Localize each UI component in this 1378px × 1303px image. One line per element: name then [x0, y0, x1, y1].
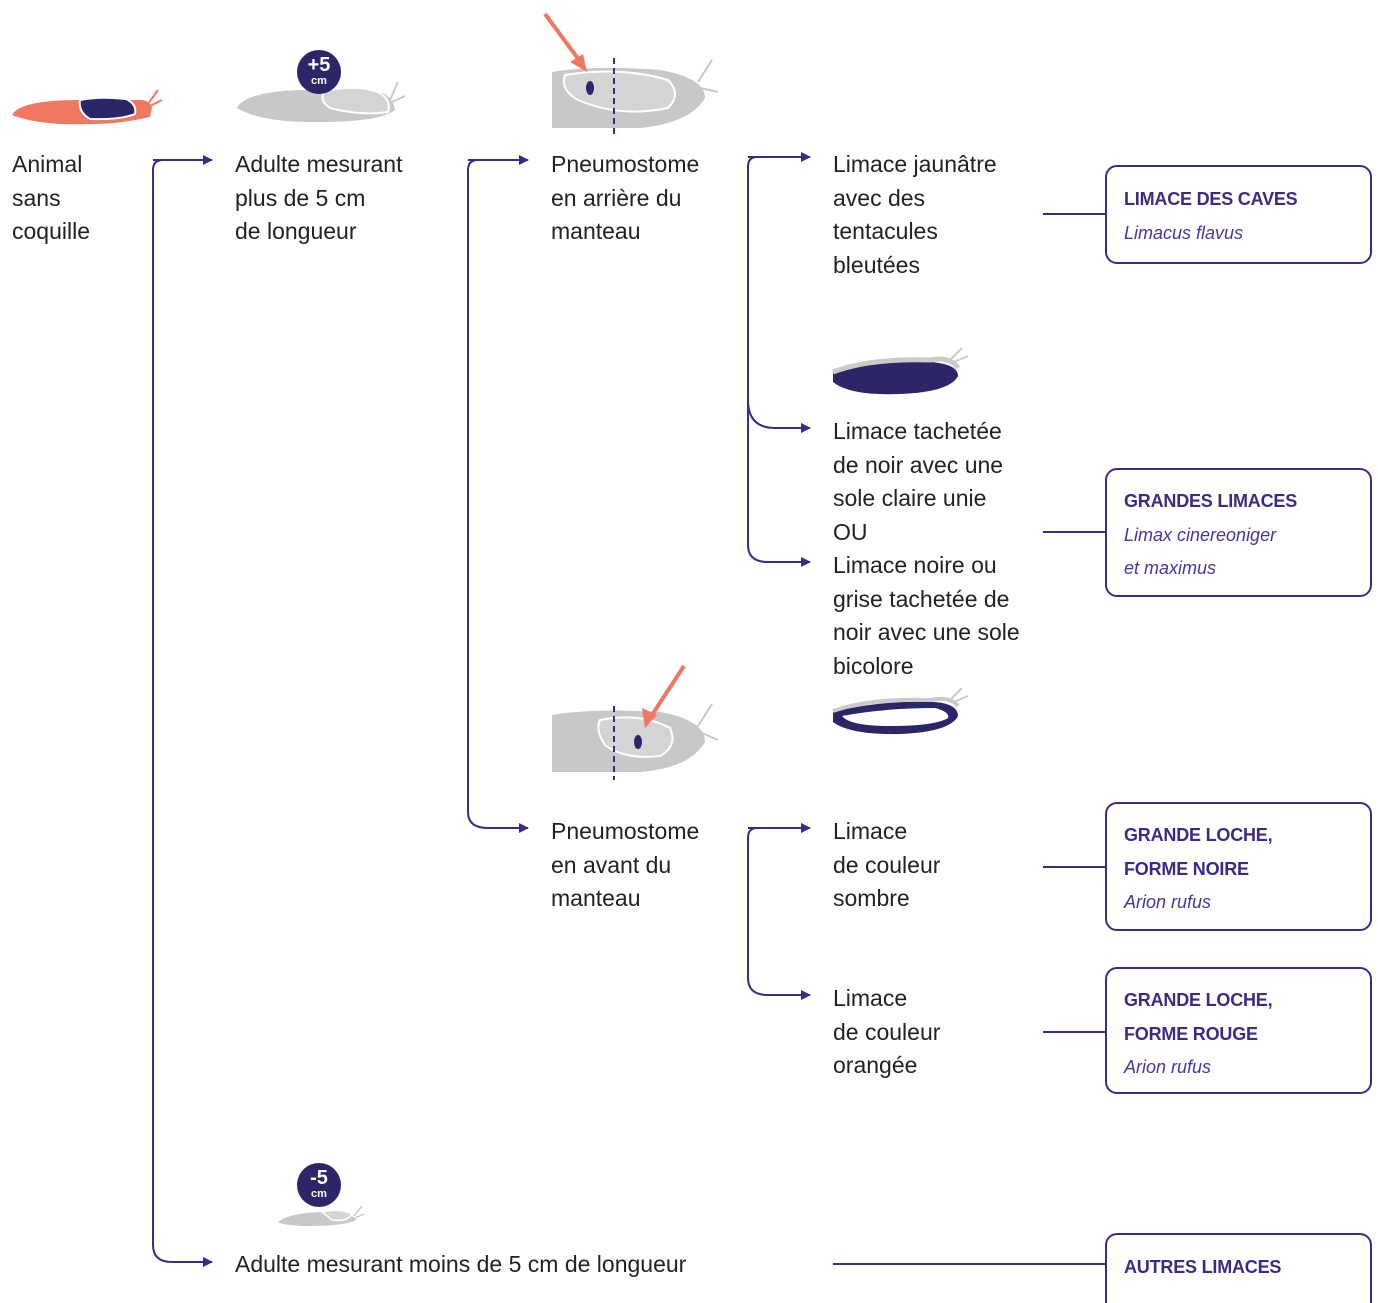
slug-pneumo-front-illustration	[552, 664, 719, 780]
connector-pneumo-front	[747, 827, 811, 1000]
slug-big-illustration	[237, 81, 406, 123]
slug-spotted-illustration	[832, 347, 969, 395]
slug-bicolore-illustration	[832, 687, 969, 735]
slug-small-illustration	[278, 1205, 365, 1226]
slug-root-illustration	[12, 89, 163, 125]
connector-pneumo-back	[747, 156, 811, 567]
result-grandes-limaces: GRANDES LIMACES Limax cinereoniger et ma…	[1105, 468, 1372, 597]
node-adult-small: Adulte mesurant moins de 5 cm de longueu…	[235, 1251, 687, 1277]
result-limace-des-caves: LIMACE DES CAVES Limacus flavus	[1105, 165, 1372, 264]
result-grande-loche-rouge: GRANDE LOCHE, FORME ROUGE Arion rufus	[1105, 967, 1372, 1094]
connector-big-pneumo	[467, 159, 529, 833]
result-autres-limaces: AUTRES LIMACES	[1105, 1233, 1372, 1303]
slug-pneumo-back-illustration	[543, 12, 719, 134]
connector-root-big	[152, 159, 213, 1267]
result-grande-loche-noire: GRANDE LOCHE, FORME NOIRE Arion rufus	[1105, 802, 1372, 931]
